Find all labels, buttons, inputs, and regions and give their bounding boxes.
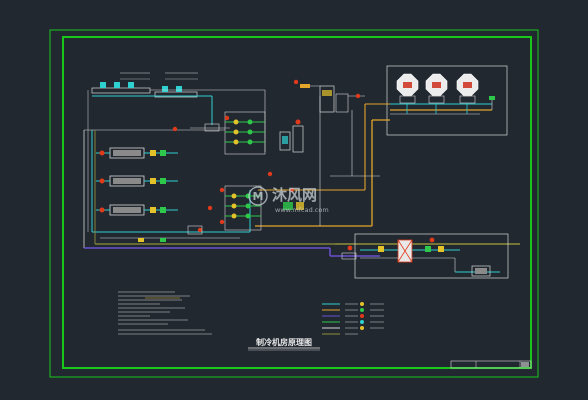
secondary-loop-piping [341,237,500,277]
watermark-brand: 沐风网 [272,186,317,204]
heat-exchange-enclosure [354,233,509,279]
watermark: M 沐风网 www.mfcad.com [248,186,329,214]
outer-frame [49,29,539,378]
top-header-right [154,72,198,98]
water-treatment-unit [293,79,365,113]
chiller-unit-2 [96,175,178,187]
pipe-legend-block [322,302,384,335]
cooling-tower-2 [425,73,448,104]
pump-group-upper [224,111,266,155]
watermark-logo-icon [248,186,268,206]
drawing-title: 制冷机房原理图 [256,337,312,347]
watermark-logo-letter: M [253,190,264,203]
inner-frame [62,36,532,369]
chiller-unit-1 [96,147,178,159]
top-header-left [91,72,151,94]
design-notes-block [118,291,212,335]
main-piping [83,89,520,257]
watermark-url: www.mfcad.com [275,206,329,214]
expansion-tank [279,119,304,153]
plate-heat-exchanger [397,239,413,263]
cooling-tower-enclosure [386,65,508,136]
chiller-unit-3 [96,204,178,216]
cooling-tower-1 [396,73,419,104]
title-block [450,360,532,369]
valves-and-instruments [138,123,304,242]
pump-group-lower [219,185,262,231]
cooling-tower-3 [456,73,479,104]
cooling-tower-piping [390,96,495,115]
